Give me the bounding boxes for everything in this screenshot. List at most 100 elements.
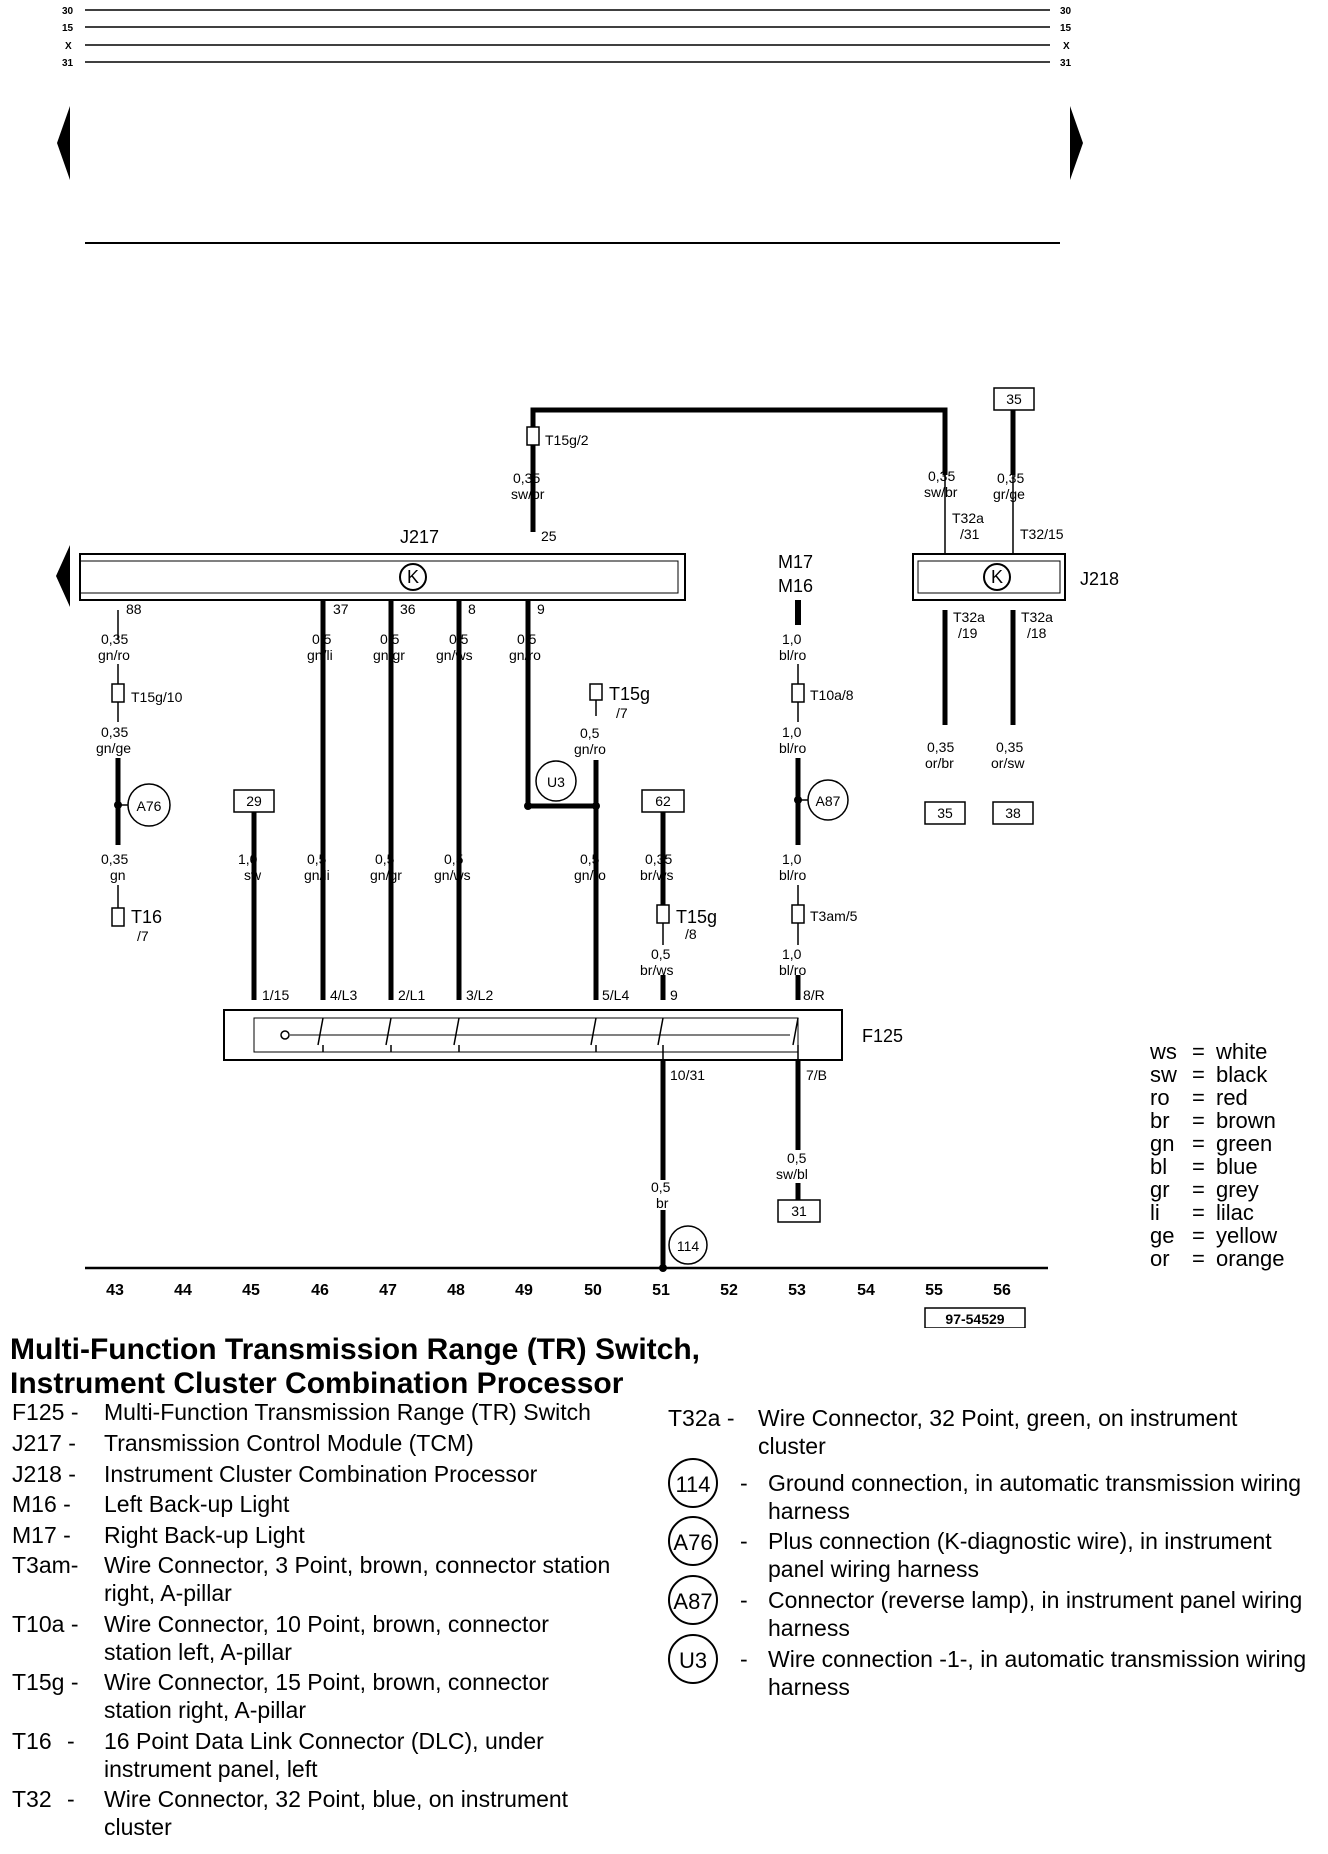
wire-50b-size: 0,5 (580, 851, 600, 867)
f125-contacts (317, 1017, 799, 1060)
wire-top-color: sw/br (511, 486, 545, 502)
connector-t3am5: T3am/5 (810, 908, 858, 924)
legend-circle-row: U3-Wire connection -1-, in automatic tra… (668, 1634, 1308, 1701)
wire-51-size: 0,5 (651, 946, 671, 962)
j218-module-inner (917, 560, 1061, 594)
color-name: red (1216, 1085, 1248, 1110)
color-name: blue (1216, 1154, 1258, 1179)
color-legend-row: gr=grey (1150, 1178, 1259, 1201)
wire-m4-size: 1,0 (782, 946, 802, 962)
pin-f8-r: 8/R (803, 987, 825, 1003)
legend-code: J217 - (12, 1430, 76, 1456)
wire-50b-color: gn/ro (574, 867, 606, 883)
box-35-bottom-label: 35 (937, 805, 953, 821)
f125-switch (223, 1009, 843, 1061)
pin-f5-l4: 5/L4 (602, 987, 629, 1003)
legend-dash: - (740, 1646, 748, 1672)
legend-left-row: M17 -Right Back-up Light (12, 1521, 612, 1549)
pin-37: 37 (333, 601, 349, 617)
continuation-arrow-left-j217 (56, 545, 70, 607)
box-62-label: 62 (655, 793, 671, 809)
wire-37-color: gn/li (307, 647, 333, 663)
color-legend-row: li=lilac (1150, 1201, 1254, 1224)
box-29-label: 29 (246, 793, 262, 809)
wire-29-color: sw (244, 867, 262, 883)
grid-47: 47 (379, 1282, 397, 1299)
wire-56a-color: gr/ge (993, 486, 1025, 502)
box-31-label: 31 (791, 1203, 807, 1219)
wire-m-size: 1,0 (782, 631, 802, 647)
legend-code: M16 - (12, 1491, 71, 1517)
bus-label-15-right: 15 (1060, 23, 1072, 34)
color-abbr: gn (1150, 1131, 1175, 1156)
legend-desc: Connector (reverse lamp), in instrument … (768, 1587, 1303, 1641)
diagram-title-line1: Multi-Function Transmission Range (TR) S… (10, 1333, 701, 1366)
f125-label: F125 (862, 1026, 903, 1046)
legend-left-row: M16 -Left Back-up Light (12, 1490, 612, 1518)
box-35-top-label: 35 (1006, 391, 1022, 407)
pin-f4-l3: 4/L3 (330, 987, 357, 1003)
m17-label: M17 (778, 552, 813, 572)
equals-sign: = (1192, 1200, 1205, 1225)
wire-m2-color: bl/ro (779, 740, 806, 756)
circle-u3 (535, 760, 577, 802)
grid-51: 51 (652, 1282, 670, 1299)
wire-62-color: br/ws (640, 867, 673, 883)
legend-desc: 16 Point Data Link Connector (DLC), unde… (104, 1728, 544, 1782)
color-legend-row: br=brown (1150, 1109, 1276, 1132)
color-legend-row: ro = red (1150, 1086, 1248, 1109)
legend-dash: - (740, 1587, 748, 1613)
color-legend-row: ge=yellow (1150, 1224, 1277, 1247)
grid-55: 55 (925, 1282, 943, 1299)
bus-label-15-left: 15 (62, 23, 74, 34)
connector-t15g2-symbol (526, 426, 540, 446)
legend-dash: - (67, 1728, 75, 1754)
wire-9-color: gn/ro (509, 647, 541, 663)
legend-code: T10a - (12, 1611, 79, 1637)
grid-54: 54 (857, 1282, 875, 1299)
equals-sign: = (1192, 1131, 1205, 1156)
connector-t10a8: T10a/8 (810, 687, 854, 703)
wire-46-size: 0,5 (307, 851, 327, 867)
j217-label: J217 (400, 527, 439, 547)
legend-desc: Multi-Function Transmission Range (TR) S… (104, 1399, 591, 1425)
box-31 (777, 1199, 821, 1223)
reference-box (924, 1307, 1026, 1328)
f125-switch-inner (253, 1017, 799, 1053)
color-abbr: ro (1150, 1085, 1170, 1110)
conn-t32-15: T32/15 (1020, 526, 1064, 542)
wire-55a-color: sw/br (924, 484, 958, 500)
color-name: orange (1216, 1246, 1285, 1271)
continuation-arrow-right-top (1070, 106, 1083, 180)
color-name: lilac (1216, 1200, 1254, 1225)
wire-50a-color: gn/ro (574, 741, 606, 757)
equals-sign: = (1192, 1085, 1205, 1110)
wire-55b-size: 0,35 (927, 739, 954, 755)
conn-t32a-31b: /31 (960, 526, 980, 542)
legend-left-row: T3am-Wire Connector, 3 Point, brown, con… (12, 1551, 612, 1607)
wire-56b-size: 0,35 (996, 739, 1023, 755)
connector-t15g8-symbol (656, 904, 670, 924)
bus-label-31-right: 31 (1060, 58, 1072, 69)
wire-m3-size: 1,0 (782, 851, 802, 867)
connector-t15g10: T15g/10 (131, 689, 183, 705)
bus-label-31-left: 31 (62, 58, 74, 69)
wire-m-color: bl/ro (779, 647, 806, 663)
conn-t32a-18b: /18 (1027, 625, 1047, 641)
wire-46-color: gn/li (304, 867, 330, 883)
wire-gnd-size: 0,5 (651, 1179, 671, 1195)
circle-a87-label: A87 (816, 793, 841, 809)
equals-sign: = (1192, 1062, 1205, 1087)
grid-48: 48 (447, 1282, 465, 1299)
legend-circle-symbol: A87 (668, 1575, 718, 1625)
legend-desc: Wire connection -1-, in automatic transm… (768, 1646, 1307, 1700)
legend-desc: Right Back-up Light (104, 1522, 305, 1548)
conn-t32a-18a: T32a (1021, 609, 1053, 625)
legend-desc: Wire Connector, 32 Point, green, on inst… (758, 1405, 1238, 1459)
legend-code: J218 - (12, 1461, 76, 1487)
circle-114-label: 114 (677, 1238, 700, 1254)
pin-88: 88 (126, 601, 142, 617)
connector-t15g7a: T15g (609, 684, 650, 704)
wire-88-size: 0,35 (101, 631, 128, 647)
color-abbr: gr (1150, 1177, 1170, 1202)
